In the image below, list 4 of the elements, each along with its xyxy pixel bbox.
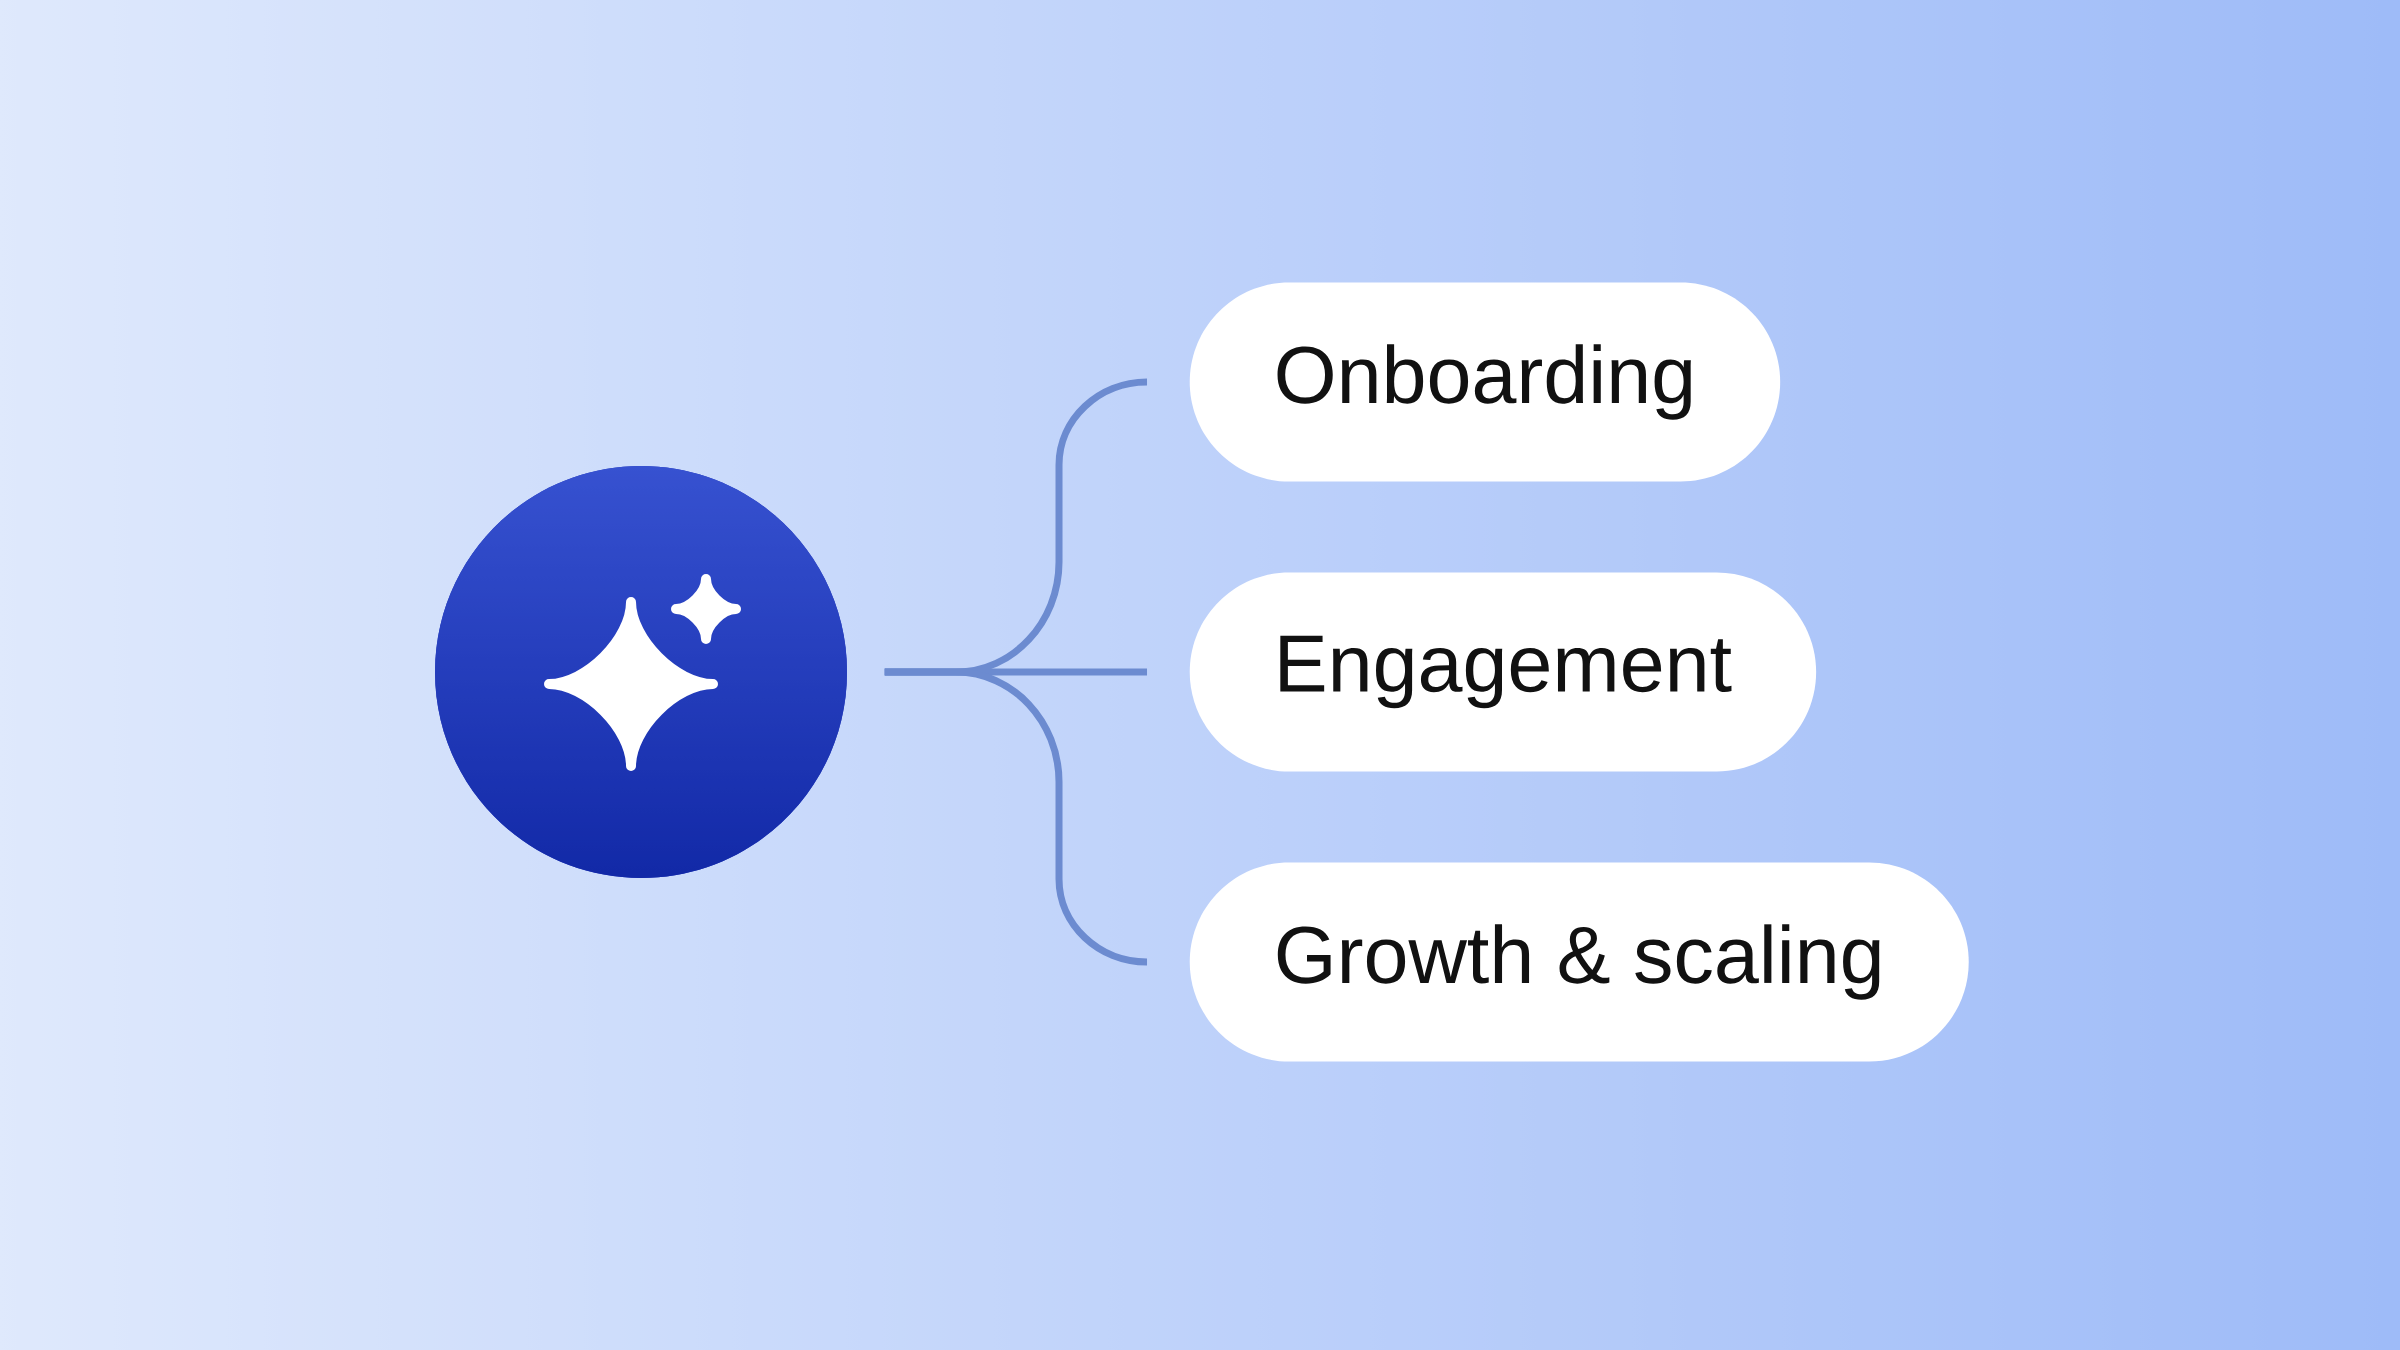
connector-line [884, 668, 1148, 966]
pill-box: Onboarding [1189, 282, 1781, 482]
pill-box: Growth & scaling [1189, 862, 1969, 1062]
pill-box: Engagement [1189, 572, 1817, 772]
